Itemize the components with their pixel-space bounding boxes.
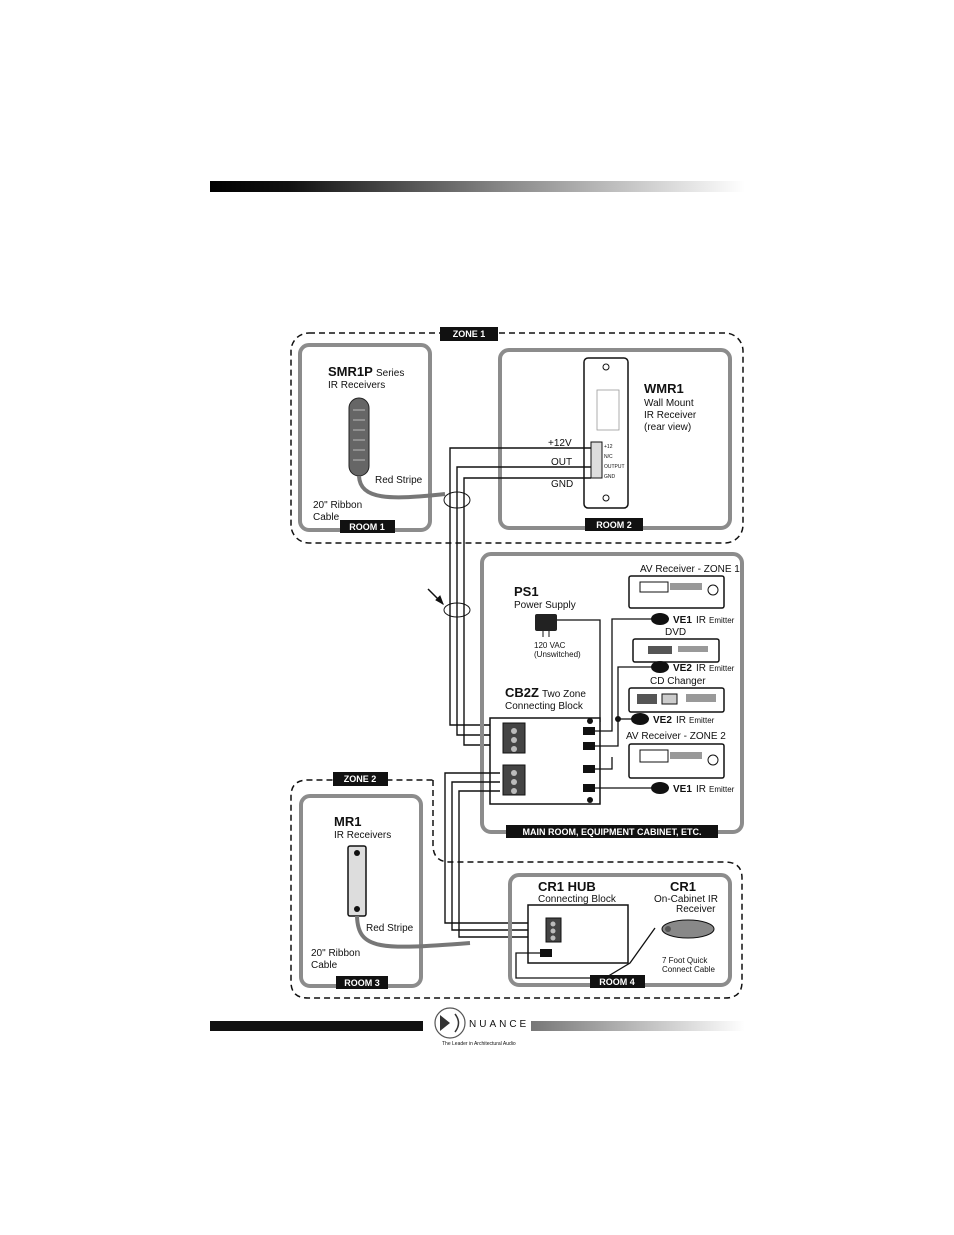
cr1-title: CR1 xyxy=(670,879,696,894)
smr1p-cable-label-1: 20" Ribbon xyxy=(313,500,362,511)
wmr1-terminal-12v: +12V xyxy=(548,438,572,449)
zone2-wiring xyxy=(444,772,545,938)
emitter-ve2-cd-type: Emitter xyxy=(689,716,715,725)
ps1-adapter xyxy=(535,614,557,637)
wmr1-line3: (rear view) xyxy=(644,422,691,433)
cd-changer xyxy=(628,687,725,713)
ps1-cable xyxy=(557,619,601,722)
wmr1-title: WMR1 xyxy=(644,381,684,396)
smr1p-series: Series xyxy=(376,368,404,379)
emitter-ve2-dvd-name: VE2 xyxy=(673,663,692,674)
header-gradient-bar xyxy=(210,181,745,192)
logo-brand: NUANCE xyxy=(469,1019,529,1030)
emitter-ve2-cd-ir: IR xyxy=(676,715,686,726)
av-receiver-zone1-label: AV Receiver - ZONE 1 xyxy=(640,564,740,575)
mr1-subtitle: IR Receivers xyxy=(334,830,391,841)
emitter-ve1-top-name: VE1 xyxy=(673,615,692,626)
zone2-tag: ZONE 2 xyxy=(333,772,388,786)
cd-changer-label: CD Changer xyxy=(650,676,706,687)
smr1p-title: SMR1P xyxy=(328,364,373,379)
svg-text:ROOM 1: ROOM 1 xyxy=(349,522,385,532)
cr1hub-subtitle: Connecting Block xyxy=(538,894,617,905)
main-room-tag: MAIN ROOM, EQUIPMENT CABINET, ETC. xyxy=(506,825,718,838)
emitter-ve2-dvd xyxy=(595,661,669,747)
ps1-vac: 120 VAC xyxy=(534,641,566,650)
cr1hub-title: CR1 HUB xyxy=(538,879,596,894)
cb2z-block xyxy=(489,717,601,805)
wmr1-line2: IR Receiver xyxy=(644,410,697,421)
mr1-receiver xyxy=(347,845,471,949)
nuance-logo xyxy=(434,1007,466,1039)
logo-tagline: The Leader in Architectural Audio xyxy=(442,1041,516,1047)
emitter-ve2-cd-name: VE2 xyxy=(653,715,672,726)
dvd-label: DVD xyxy=(665,627,686,638)
room3-tag: ROOM 3 xyxy=(336,976,388,989)
cr1-receiver xyxy=(661,919,715,939)
ps1-unswitched: (Unswitched) xyxy=(534,650,581,659)
dvd-player xyxy=(632,638,720,663)
svg-text:ROOM 4: ROOM 4 xyxy=(599,977,635,987)
wmr1-plate-gnd: GND xyxy=(604,474,616,480)
wmr1-terminal-out: OUT xyxy=(551,457,572,468)
cb2z-title: CB2Z xyxy=(505,685,539,700)
ps1-subtitle: Power Supply xyxy=(514,600,576,611)
svg-text:ROOM 3: ROOM 3 xyxy=(344,978,380,988)
cr1-line2: Receiver xyxy=(676,904,716,915)
cb2z-subtitle: Connecting Block xyxy=(505,701,584,712)
footer-bar-right xyxy=(531,1021,745,1031)
svg-text:MAIN ROOM, EQUIPMENT CABINET,: MAIN ROOM, EQUIPMENT CABINET, ETC. xyxy=(522,827,701,837)
zone2-boundary xyxy=(290,779,743,999)
smr1p-red-stripe-label: Red Stripe xyxy=(375,475,423,486)
emitter-ve1-top xyxy=(595,613,669,732)
av-receiver-zone2 xyxy=(628,743,725,779)
wmr1-plate-output: OUTPUT xyxy=(604,464,625,470)
cr1-line1: On-Cabinet IR xyxy=(654,894,718,905)
mr1-cable-label-2: Cable xyxy=(311,960,338,971)
wmr1-wall-plate xyxy=(583,357,629,509)
footer-bar-left xyxy=(210,1021,423,1031)
zone1-boundary xyxy=(290,332,744,544)
emitter-ve1-top-ir: IR xyxy=(696,615,706,626)
emitter-ve1-bottom-name: VE1 xyxy=(673,784,692,795)
av-receiver-zone2-label: AV Receiver - ZONE 2 xyxy=(626,731,726,742)
cr1-cable-label-1: 7 Foot Quick xyxy=(662,956,708,965)
zone1-tag: ZONE 1 xyxy=(440,327,498,341)
emitter-ve1-bottom-type: Emitter xyxy=(709,785,735,794)
emitter-ve1-bottom-ir: IR xyxy=(696,784,706,795)
mr1-red-stripe-label: Red Stripe xyxy=(366,923,414,934)
emitter-ve2-cd xyxy=(615,713,649,725)
svg-text:ZONE 1: ZONE 1 xyxy=(453,329,486,339)
smr1p-receiver xyxy=(348,397,446,500)
wmr1-terminal-gnd: GND xyxy=(551,479,573,490)
svg-text:ROOM 2: ROOM 2 xyxy=(596,520,632,530)
room4-tag: ROOM 4 xyxy=(590,975,645,988)
wmr1-plate-12v: +12 xyxy=(604,444,613,450)
ps1-title: PS1 xyxy=(514,584,539,599)
svg-text:ZONE 2: ZONE 2 xyxy=(344,774,377,784)
wmr1-plate-nc: N/C xyxy=(604,454,613,460)
cable-bundle-marker xyxy=(427,491,471,618)
emitter-ve1-bottom xyxy=(595,757,669,794)
mr1-cable-label-1: 20" Ribbon xyxy=(311,948,360,959)
room2-tag: ROOM 2 xyxy=(585,518,643,531)
cr1hub-block xyxy=(515,904,656,979)
emitter-ve1-top-type: Emitter xyxy=(709,616,735,625)
cr1-cable-label-2: Connect Cable xyxy=(662,965,715,974)
emitter-ve2-dvd-ir: IR xyxy=(696,663,706,674)
smr1p-subtitle: IR Receivers xyxy=(328,380,385,391)
mr1-title: MR1 xyxy=(334,814,361,829)
av-receiver-zone1 xyxy=(628,575,725,609)
wmr1-line1: Wall Mount xyxy=(644,398,694,409)
smr1p-cable-label-2: Cable xyxy=(313,512,340,523)
emitter-ve2-dvd-type: Emitter xyxy=(709,664,735,673)
cb2z-title-suffix: Two Zone xyxy=(542,689,586,700)
room1-tag: ROOM 1 xyxy=(340,520,395,533)
